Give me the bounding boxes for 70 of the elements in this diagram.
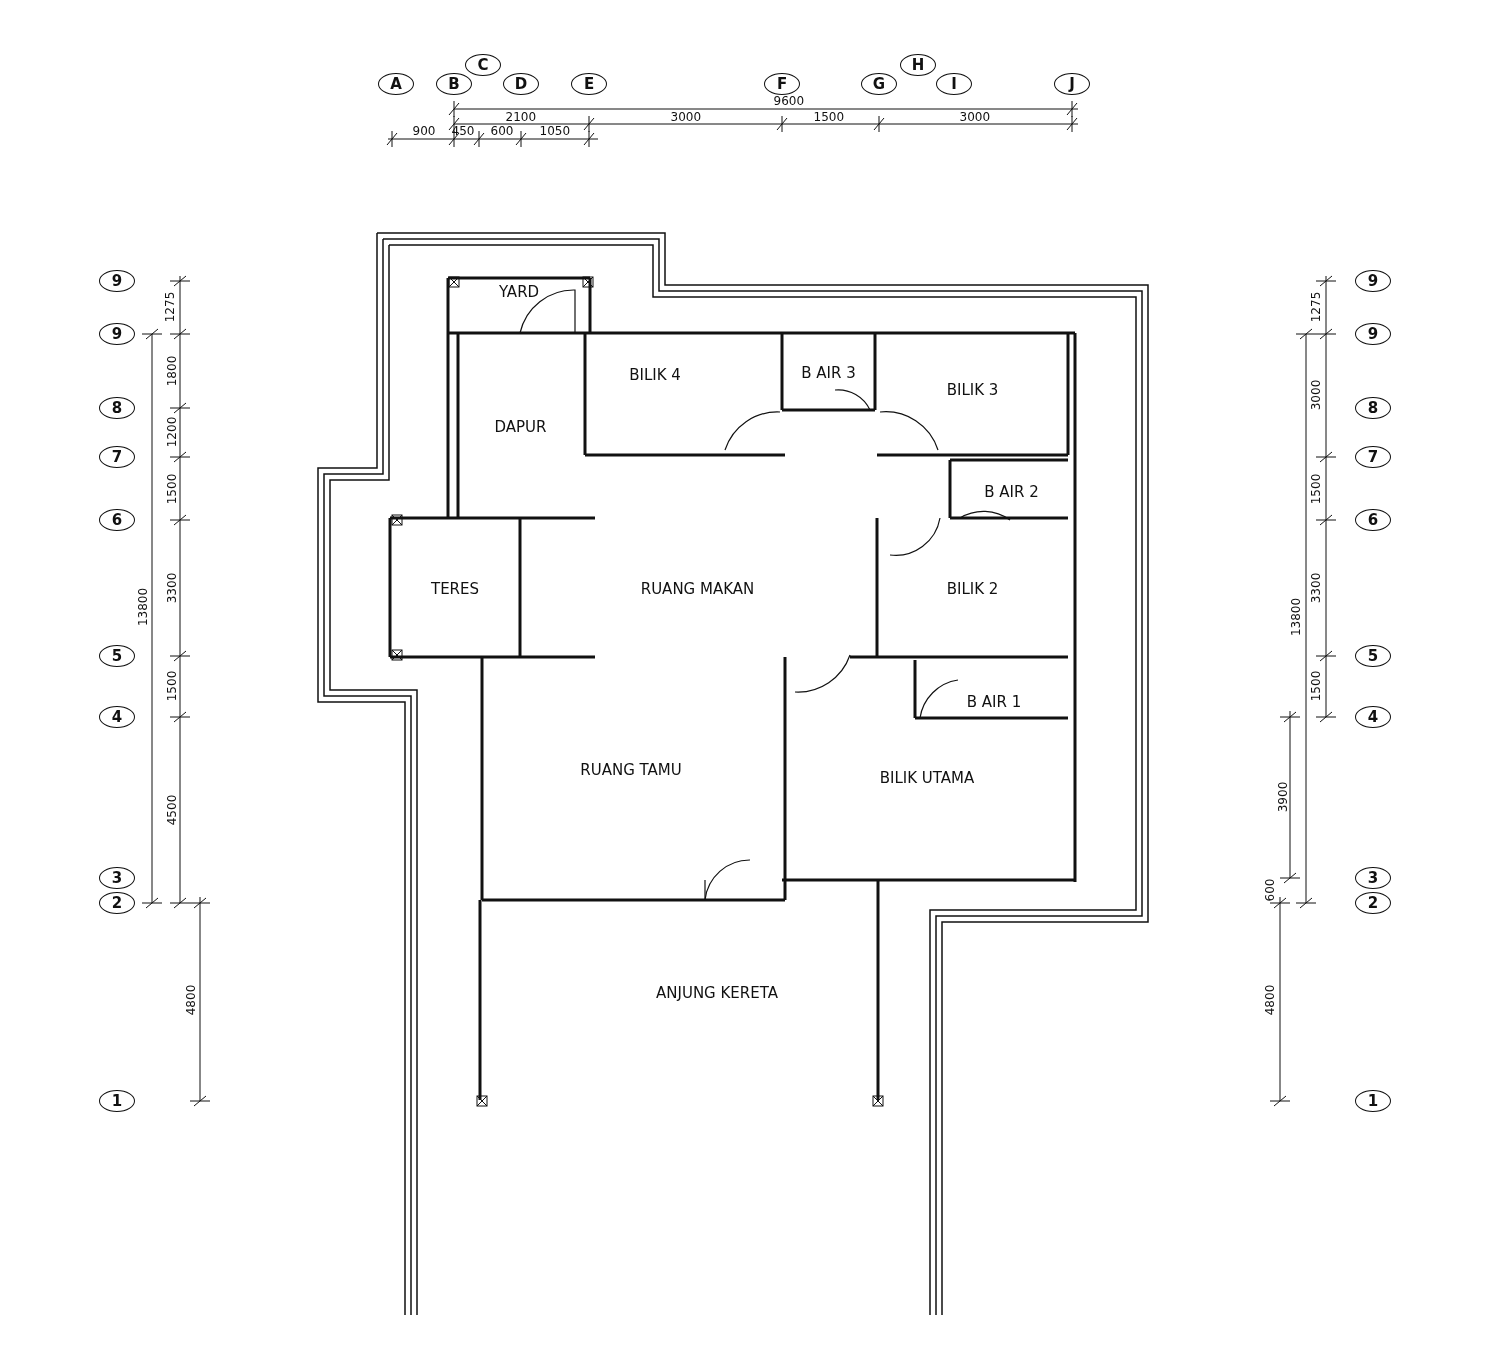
grid-bubble: G bbox=[861, 73, 897, 95]
dimension-text: 3300 bbox=[1309, 572, 1322, 604]
dimension-text: 13800 bbox=[137, 587, 150, 627]
grid-bubble: 1 bbox=[1355, 1090, 1391, 1112]
grid-bubble: F bbox=[764, 73, 800, 95]
room-label: RUANG MAKAN bbox=[640, 579, 755, 598]
grid-bubble: 4 bbox=[99, 706, 135, 728]
room-label: BILIK 3 bbox=[946, 381, 999, 399]
grid-bubble: I bbox=[936, 73, 972, 95]
room-label: YARD bbox=[498, 283, 540, 301]
dimension-text: 1500 bbox=[165, 473, 178, 505]
grid-bubble: 5 bbox=[1355, 645, 1391, 667]
dimension-text: 4800 bbox=[184, 984, 197, 1016]
dimension-text: 1500 bbox=[1309, 670, 1322, 702]
grid-bubble: A bbox=[378, 73, 414, 95]
grid-bubble: D bbox=[503, 73, 539, 95]
dimension-text: 4500 bbox=[165, 794, 178, 826]
dimension-text: 1275 bbox=[1309, 291, 1322, 323]
dimension-text: 900 bbox=[412, 125, 436, 137]
grid-bubble: C bbox=[465, 54, 501, 76]
dimension-text: 1500 bbox=[813, 111, 845, 123]
room-label: BILIK 4 bbox=[629, 366, 681, 384]
grid-bubble: 4 bbox=[1355, 706, 1391, 728]
room-label: ANJUNG KERETA bbox=[656, 983, 778, 1002]
grid-bubble: E bbox=[571, 73, 607, 95]
room-label: BILIK 2 bbox=[946, 579, 999, 598]
grid-bubble: 6 bbox=[99, 509, 135, 531]
dimension-text: 3900 bbox=[1276, 781, 1289, 813]
grid-bubble: 1 bbox=[99, 1090, 135, 1112]
dimension-text: 1800 bbox=[165, 355, 178, 387]
room-label: DAPUR bbox=[494, 417, 547, 436]
grid-bubble: 7 bbox=[99, 446, 135, 468]
dimension-text: 1500 bbox=[1309, 473, 1322, 505]
dimension-text: 3000 bbox=[1309, 379, 1322, 411]
grid-bubble: 6 bbox=[1355, 509, 1391, 531]
grid-bubble: 9 bbox=[1355, 270, 1391, 292]
dimension-text: 3300 bbox=[165, 572, 178, 604]
grid-bubble: 2 bbox=[99, 892, 135, 914]
grid-bubble: B bbox=[436, 73, 472, 95]
dimension-text: 1500 bbox=[165, 670, 178, 702]
grid-bubble: 3 bbox=[99, 867, 135, 889]
room-label: RUANG TAMU bbox=[580, 761, 682, 779]
dimension-text: 1275 bbox=[163, 291, 176, 323]
dimension-text: 450 bbox=[451, 125, 475, 137]
grid-bubble: 8 bbox=[1355, 397, 1391, 419]
room-label: B AIR 3 bbox=[801, 363, 856, 382]
grid-bubble: 9 bbox=[99, 270, 135, 292]
dimension-text: 4800 bbox=[1263, 984, 1276, 1016]
room-label: BILIK UTAMA bbox=[879, 769, 975, 787]
grid-bubble: J bbox=[1054, 73, 1090, 95]
grid-bubble: 8 bbox=[99, 397, 135, 419]
dimension-text: 2100 bbox=[505, 111, 537, 123]
grid-bubble: 2 bbox=[1355, 892, 1391, 914]
dimension-text: 13800 bbox=[1290, 597, 1303, 637]
dimension-text: 1050 bbox=[539, 125, 571, 137]
dimension-text: 9600 bbox=[773, 95, 805, 107]
dimension-text: 600 bbox=[1263, 878, 1276, 902]
grid-bubble: 9 bbox=[1355, 323, 1391, 345]
room-label: B AIR 1 bbox=[966, 693, 1022, 711]
grid-bubble: H bbox=[900, 54, 936, 76]
room-label: TERES bbox=[430, 579, 480, 598]
grid-bubble: 9 bbox=[99, 323, 135, 345]
dimension-text: 3000 bbox=[959, 111, 991, 123]
room-label: B AIR 2 bbox=[984, 483, 1039, 501]
dimension-text: 600 bbox=[490, 125, 514, 137]
dimension-text: 1200 bbox=[165, 416, 178, 448]
dimension-text: 3000 bbox=[670, 111, 702, 123]
grid-bubble: 7 bbox=[1355, 446, 1391, 468]
grid-bubble: 5 bbox=[99, 645, 135, 667]
grid-bubble: 3 bbox=[1355, 867, 1391, 889]
